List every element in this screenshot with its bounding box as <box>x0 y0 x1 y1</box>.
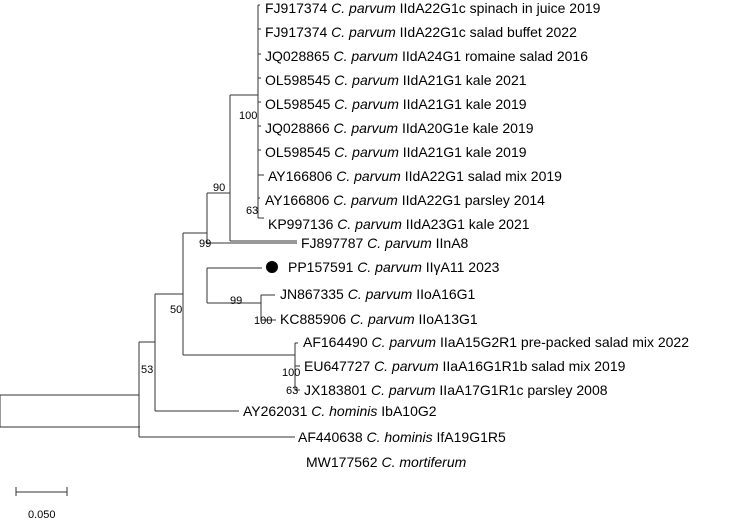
taxon-label: FJ917374 C. parvum IIdA22G1c spinach in … <box>265 0 601 16</box>
bootstrap-label: 50 <box>170 304 182 316</box>
bootstrap-label: 99 <box>199 238 211 250</box>
scale-bar: 0.050 <box>15 487 68 521</box>
taxon-label: KP997136 C. parvum IIdA23G1 kale 2021 <box>268 216 530 232</box>
taxon-label: AF164490 C. parvum IIaA15G2R1 pre-packed… <box>303 334 689 350</box>
bootstrap-label: 100 <box>239 110 257 122</box>
taxon-label: MW177562 C. mortiferum <box>306 454 467 470</box>
bootstrap-label: 100 <box>254 315 272 327</box>
taxon-label: JX183801 C. parvum IIaA17G1R1c parsley 2… <box>304 382 608 398</box>
taxon-label: AF440638 C. hominis IfA19G1R5 <box>298 429 506 445</box>
taxon-label: AY166806 C. parvum IIdA22G1 salad mix 20… <box>268 168 562 184</box>
taxon-label: FJ897787 C. parvum IInA8 <box>301 235 469 251</box>
bootstrap-label: 99 <box>230 295 242 307</box>
taxon-label: OL598545 C. parvum IIdA21G1 kale 2019 <box>265 96 527 112</box>
bootstrap-label: 53 <box>141 364 153 376</box>
taxon-label: OL598545 C. parvum IIdA21G1 kale 2019 <box>265 144 527 160</box>
taxon-label: OL598545 C. parvum IIdA21G1 kale 2021 <box>265 72 527 88</box>
highlight-dot-icon <box>266 261 278 273</box>
bootstrap-label: 90 <box>213 182 225 194</box>
taxon-label: JQ028865 C. parvum IIdA24G1 romaine sala… <box>265 48 588 64</box>
scale-bar-label: 0.050 <box>28 509 56 521</box>
taxon-label: PP157591 C. parvum IIγA11 2023 <box>288 259 500 275</box>
taxon-label: FJ917374 C. parvum IIdA22G1c salad buffe… <box>265 24 577 40</box>
taxon-labels: FJ917374 C. parvum IIdA22G1c spinach in … <box>243 0 689 470</box>
bootstrap-label: 100 <box>282 367 300 379</box>
taxon-label: AY262031 C. hominis IbA10G2 <box>243 403 437 419</box>
bootstrap-values: 100 63 90 99 99 100 100 63 50 53 <box>141 110 300 397</box>
tree-branches <box>0 4 300 438</box>
taxon-label: JN867335 C. parvum IIoA16G1 <box>280 286 476 302</box>
taxon-label: EU647727 C. parvum IIaA16G1R1b salad mix… <box>304 358 626 374</box>
taxon-label: JQ028866 C. parvum IIdA20G1e kale 2019 <box>265 120 534 136</box>
taxon-label: AY166806 C. parvum IIdA22G1 parsley 2014 <box>265 192 545 208</box>
taxon-label: KC885906 C. parvum IIoA13G1 <box>280 311 478 327</box>
bootstrap-label: 63 <box>286 385 298 397</box>
bootstrap-label: 63 <box>246 205 258 217</box>
